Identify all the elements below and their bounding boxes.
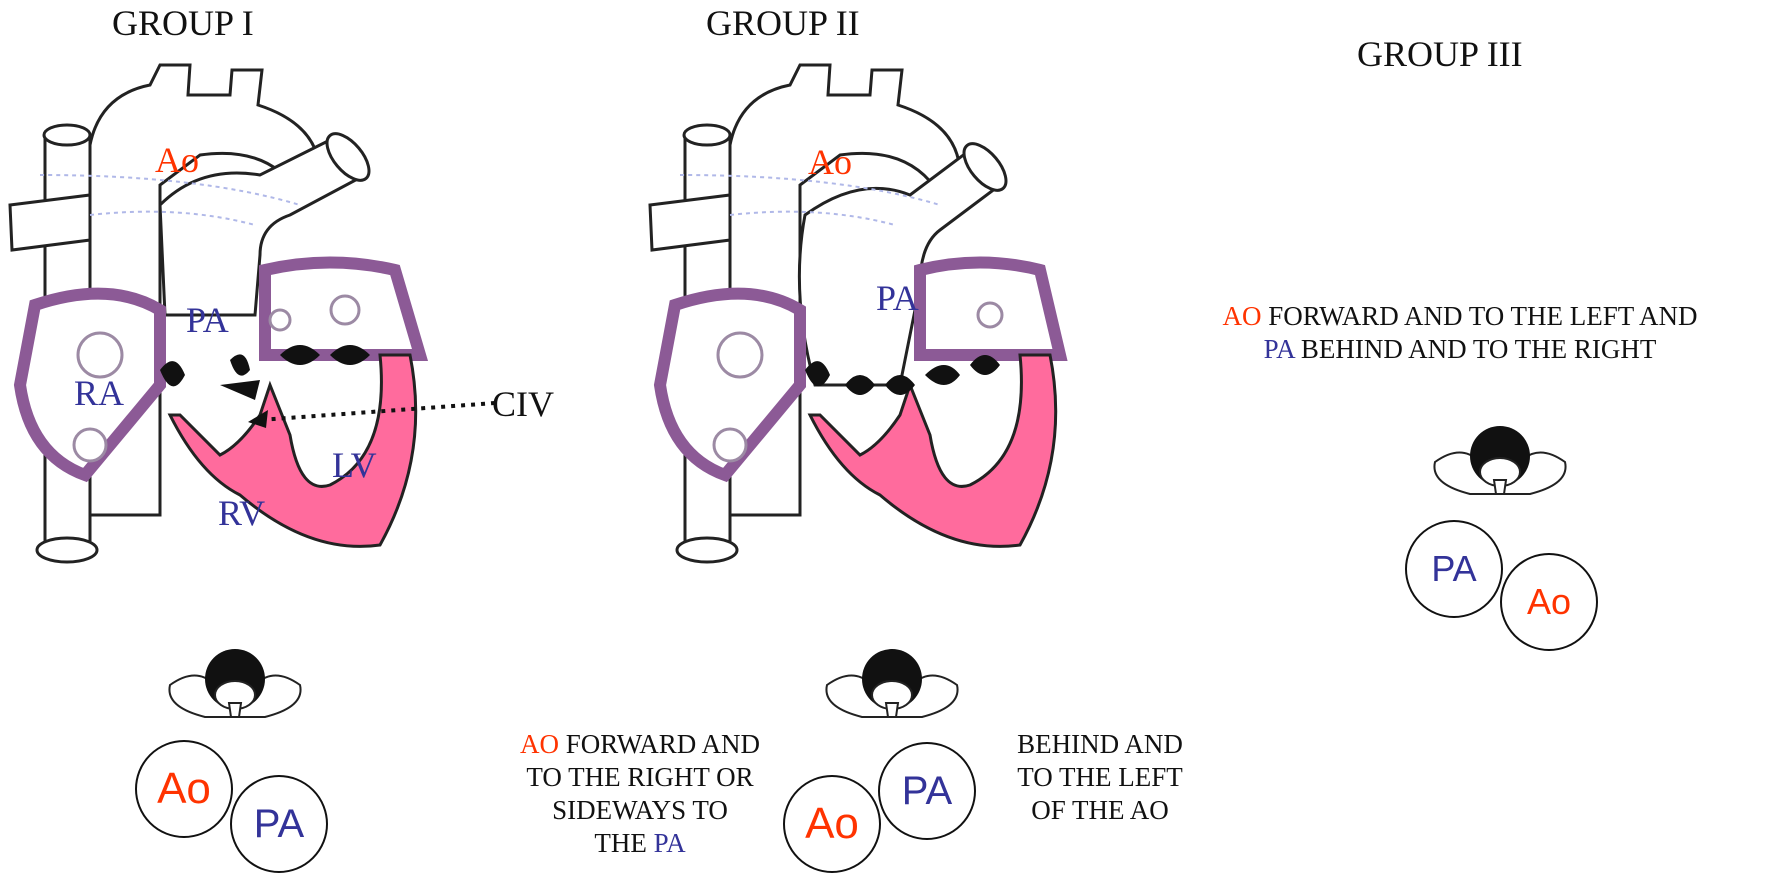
- heart1-ra-label: RA: [74, 375, 124, 411]
- group2-caption-left: AO FORWARD AND TO THE RIGHT OR SIDEWAYS …: [480, 728, 800, 860]
- heart1-pa-label: PA: [186, 302, 229, 338]
- group2-pa-circle: PA: [878, 742, 976, 840]
- patient-head-icon-2: [822, 645, 962, 723]
- group-1-title: GROUP I: [112, 2, 254, 44]
- heart-diagram-2: [640, 55, 1100, 625]
- group1-ao-circle: Ao: [135, 740, 233, 838]
- heart1-rv-label: RV: [218, 495, 265, 531]
- patient-head-icon-1: [165, 645, 305, 723]
- group2-caption-right: BEHIND AND TO THE LEFT OF THE AO: [975, 728, 1225, 827]
- civ-label: CIV: [492, 386, 554, 422]
- group-3-title: GROUP III: [1357, 33, 1523, 75]
- group2-ao-circle: Ao: [783, 775, 881, 873]
- group-2-title: GROUP II: [706, 2, 860, 44]
- heart2-pa-label: PA: [876, 280, 919, 316]
- civ-pointer-arrow: [240, 390, 500, 430]
- patient-head-icon-3: [1430, 422, 1570, 500]
- heart1-ao-label: Ao: [155, 142, 199, 178]
- heart2-ao-label: Ao: [808, 144, 852, 180]
- group3-pa-circle: PA: [1405, 520, 1503, 618]
- group1-pa-circle: PA: [230, 775, 328, 873]
- heart1-lv-label: LV: [332, 447, 377, 483]
- group3-caption: AO FORWARD AND TO THE LEFT AND PA BEHIND…: [1160, 300, 1760, 366]
- group3-ao-circle: Ao: [1500, 553, 1598, 651]
- heart-diagram-1: [0, 55, 460, 625]
